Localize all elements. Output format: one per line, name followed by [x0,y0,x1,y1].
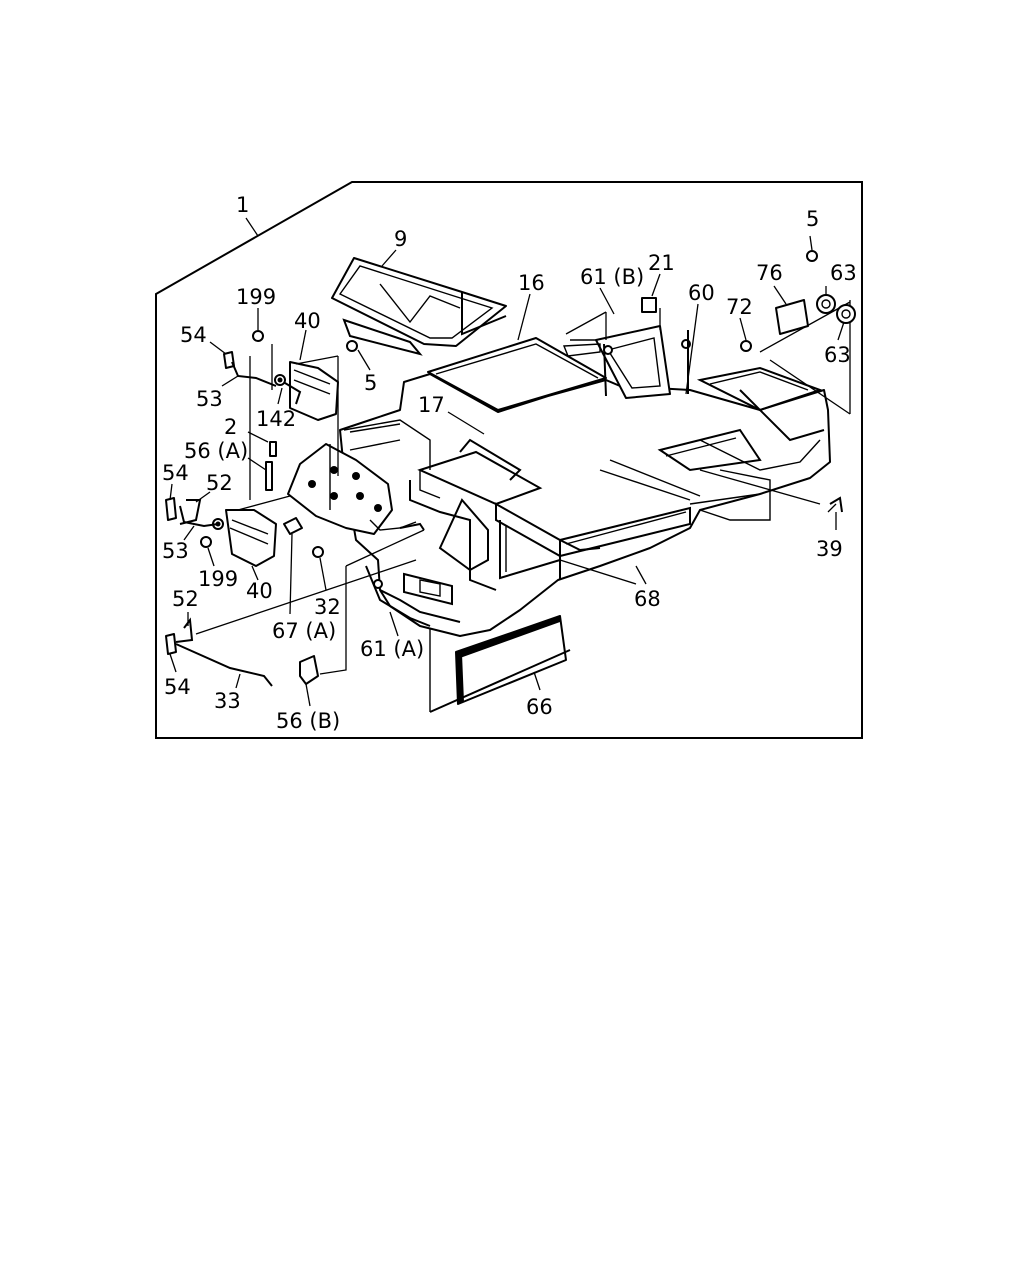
callout-33: 33 [214,689,241,713]
screw-part-5-right [806,250,818,262]
callout-32: 32 [314,595,341,619]
nut-part-72 [740,340,752,352]
bracket-part-52-lower [175,617,194,643]
bolt-part-21 [641,297,657,313]
callout-40-a: 40 [294,309,321,333]
clip-part-54-c [165,633,177,655]
heater-housing [339,325,831,637]
callout-17: 17 [418,393,445,417]
mode-door-panel [287,443,393,535]
screw-part-2 [269,441,277,457]
top-cover-part-9 [331,257,507,356]
callout-52-b: 52 [172,587,199,611]
callout-60: 60 [688,281,715,305]
filter-part-66 [429,615,571,713]
clip-part-54-b [165,497,177,521]
link-part-68-ref [559,559,637,585]
link-part-61a [365,565,431,627]
callout-61a: 61 (A) [360,637,424,661]
callout-53-a: 53 [196,387,223,411]
actuator-upper-part-40 [274,361,339,421]
rod-part-56a [265,461,273,491]
callout-66: 66 [526,695,553,719]
screw-part-199-lower [200,536,212,548]
callout-leaders [169,235,845,707]
callout-9: 9 [394,227,407,251]
callout-68: 68 [634,587,661,611]
callout-67a: 67 (A) [272,619,336,643]
actuator-lower-part-40 [212,509,277,567]
callout-61b: 61 (B) [580,265,644,289]
rod-part-33 [175,643,273,687]
cable-part-53-upper [231,361,277,387]
callout-52-a: 52 [206,471,233,495]
assembly-guide-lines [195,300,851,675]
callout-21: 21 [648,251,675,275]
cable-part-53-lower [179,505,219,528]
callout-5-left: 5 [364,371,377,395]
callout-54-a: 54 [180,323,207,347]
callout-16: 16 [518,271,545,295]
callout-56a: 56 (A) [184,439,248,463]
callout-54-c: 54 [164,675,191,699]
screw-part-32 [312,546,324,558]
bracket-part-76 [775,299,809,335]
lever-part-56b [299,655,319,685]
callout-2: 2 [224,415,237,439]
washer-part-63-a [816,294,836,314]
bracket-part-52-upper [179,499,202,525]
callout-53-b: 53 [162,539,189,563]
callout-199-a: 199 [236,285,276,309]
screw-part-199-upper [252,330,264,342]
callout-56b: 56 (B) [276,709,340,733]
diagram-frame [155,181,863,739]
callout-39: 39 [816,537,843,561]
callout-5-right: 5 [806,207,819,231]
callout-63-b: 63 [824,343,851,367]
callout-72: 72 [726,295,753,319]
callout-40-b: 40 [246,579,273,603]
callout-1: 1 [236,193,249,217]
washer-part-63-b [836,304,856,324]
callout-54-b: 54 [162,461,189,485]
callout-199-b: 199 [198,567,238,591]
callout-63-a: 63 [830,261,857,285]
leader-1 [245,217,259,237]
screw-part-5-left [346,340,358,352]
callout-76: 76 [756,261,783,285]
clip-part-67a [283,517,303,535]
callout-142: 142 [256,407,296,431]
clip-part-39 [829,496,843,513]
